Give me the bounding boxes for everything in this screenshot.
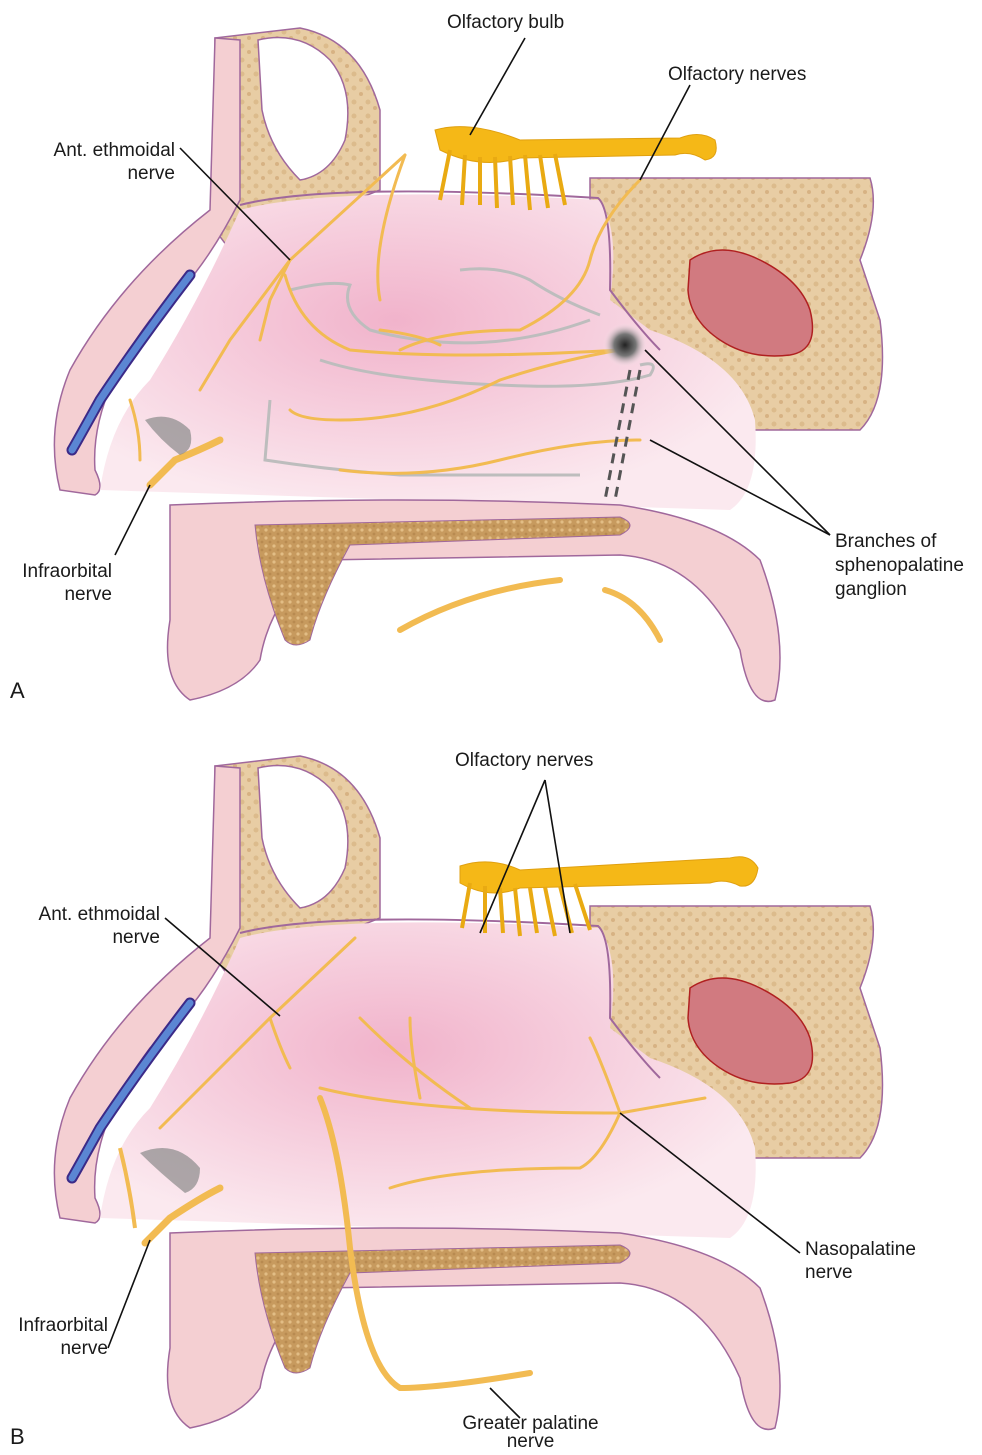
panel-a: Olfactory bulb Olfactory nerves Ant. eth…	[0, 0, 982, 720]
label-olfactory-bulb: Olfactory bulb	[447, 11, 564, 34]
label-ant-ethmoidal-a-2: nerve	[30, 162, 175, 185]
panel-letter-b: B	[10, 1424, 25, 1450]
palate-bone	[255, 1245, 630, 1373]
label-spheno-2: sphenopalatine	[835, 554, 964, 577]
label-infraorbital-a-2: nerve	[4, 583, 112, 606]
label-nasopalatine-2: nerve	[805, 1261, 853, 1284]
panel-letter-a: A	[10, 678, 25, 704]
nasal-cavity-diagram-a	[0, 0, 982, 720]
palate-bone	[255, 517, 630, 645]
greater-palatine-a2	[605, 590, 660, 640]
label-spheno-1: Branches of	[835, 530, 936, 553]
nasal-cavity-diagram-b	[0, 728, 982, 1455]
label-olfactory-nerves-a: Olfactory nerves	[668, 63, 806, 86]
olfactory-bulb	[435, 127, 716, 163]
label-ant-ethmoidal-b-1: Ant. ethmoidal	[15, 903, 160, 926]
label-olfactory-nerves-b: Olfactory nerves	[455, 749, 593, 772]
label-infraorbital-b-2: nerve	[0, 1337, 108, 1360]
label-nasopalatine-1: Nasopalatine	[805, 1238, 916, 1261]
label-spheno-3: ganglion	[835, 578, 907, 601]
label-ant-ethmoidal-b-2: nerve	[15, 926, 160, 949]
panel-b: Olfactory nerves Ant. ethmoidal nerve In…	[0, 728, 982, 1455]
sphenopalatine-ganglion	[603, 323, 647, 367]
label-greater-palatine-2: nerve	[448, 1430, 613, 1453]
label-infraorbital-a-1: Infraorbital	[4, 560, 112, 583]
greater-palatine-a	[400, 580, 560, 630]
label-ant-ethmoidal-a-1: Ant. ethmoidal	[30, 139, 175, 162]
label-infraorbital-b-1: Infraorbital	[0, 1314, 108, 1337]
